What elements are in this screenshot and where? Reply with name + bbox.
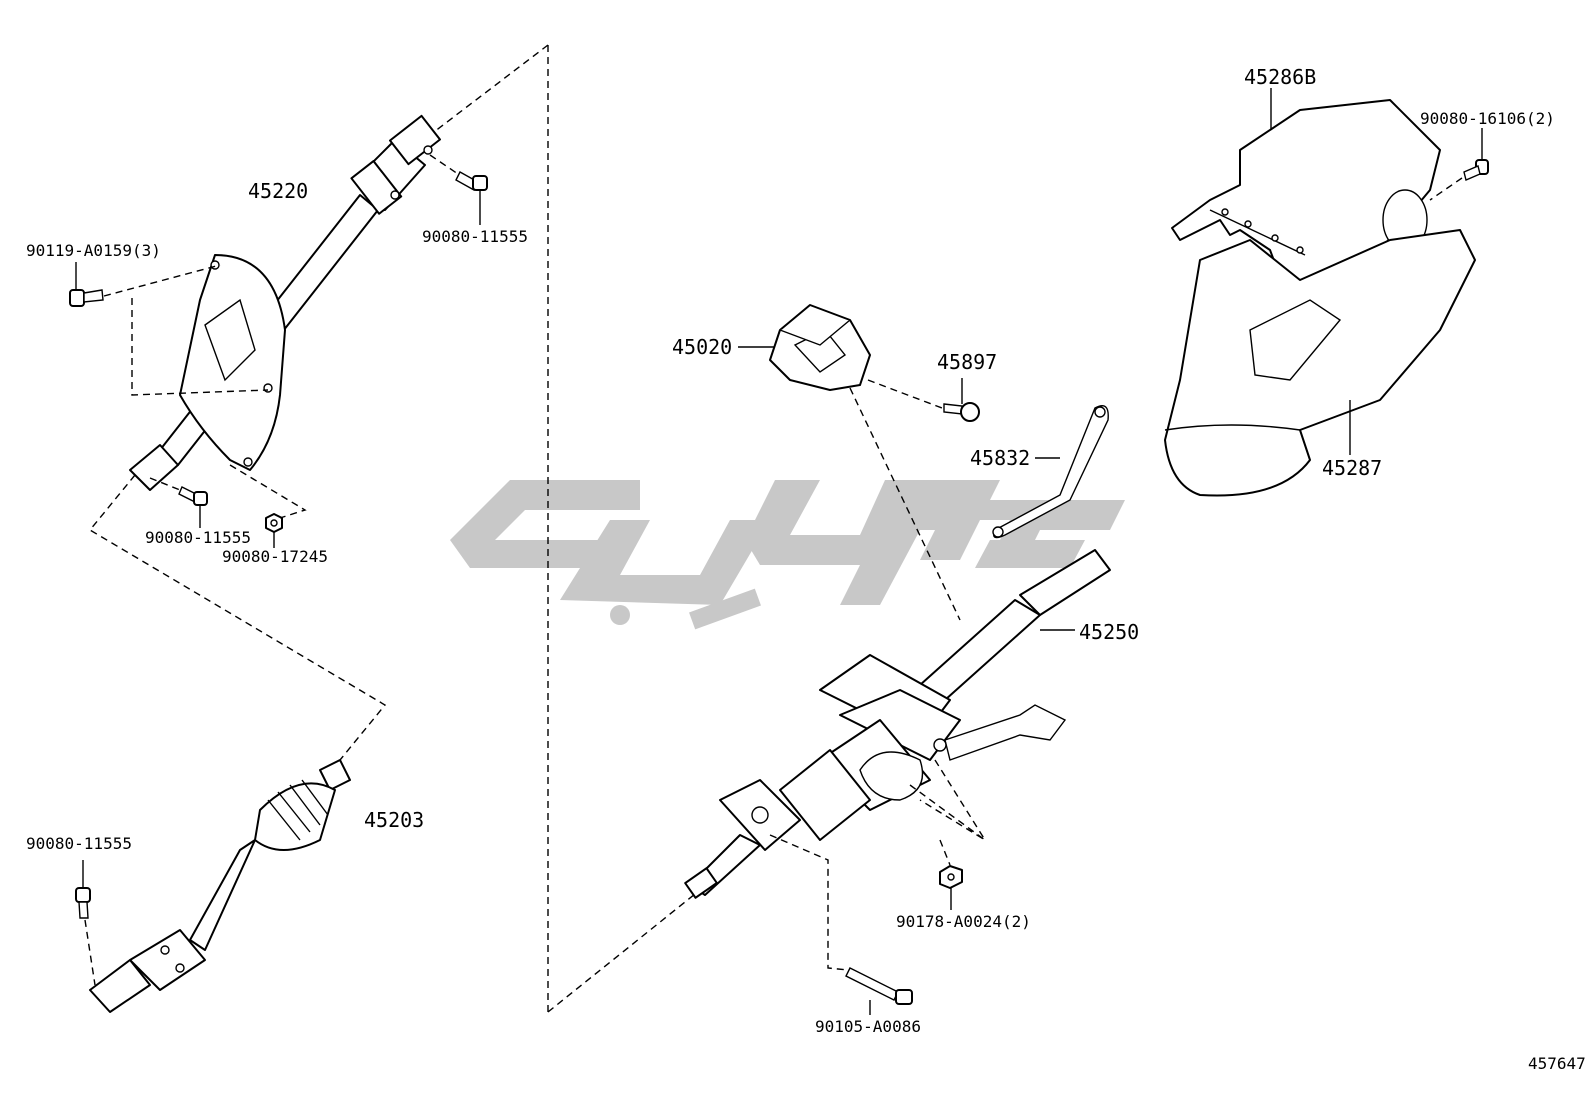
label-90080-17245: 90080-17245 xyxy=(222,547,328,566)
label-45203: 45203 xyxy=(364,808,425,832)
label-45286B: 45286B xyxy=(1244,65,1317,89)
label-45832: 45832 xyxy=(970,446,1031,470)
label-45250: 45250 xyxy=(1079,620,1140,644)
label-45220: 45220 xyxy=(248,179,309,203)
part-45020-switch xyxy=(738,304,961,621)
watermark-logo xyxy=(450,480,1125,630)
leader-lower xyxy=(547,889,701,1013)
nut-90080-17245 xyxy=(229,464,307,548)
label-90080-11555-mid: 90080-11555 xyxy=(145,528,251,547)
label-45897: 45897 xyxy=(937,350,998,374)
label-90080-11555-bottom: 90080-11555 xyxy=(26,834,132,853)
label-45020: 45020 xyxy=(672,335,733,359)
bolt-90119-A0159 xyxy=(69,262,269,396)
label-90105-A0086: 90105-A0086 xyxy=(815,1017,921,1036)
illustration-id: 457647 xyxy=(1528,1054,1586,1073)
bolt-90080-11555-mid xyxy=(149,477,208,528)
label-90080-11555-top: 90080-11555 xyxy=(422,227,528,246)
label-90080-16106: 90080-16106(2) xyxy=(1420,109,1555,128)
bolt-90080-11555-bottom xyxy=(75,860,96,986)
bolt-90080-11555-top xyxy=(429,154,488,225)
part-90105-bolt xyxy=(769,834,913,1015)
part-45832-strap xyxy=(992,405,1109,539)
label-90119-A0159: 90119-A0159(3) xyxy=(26,241,161,260)
part-45220-shaft xyxy=(129,114,441,491)
part-45287-lower-cover xyxy=(1164,229,1476,497)
part-45203-shaft xyxy=(89,759,351,1013)
label-45287: 45287 xyxy=(1322,456,1383,480)
part-90178-nut xyxy=(939,839,963,910)
label-90178-A0024: 90178-A0024(2) xyxy=(896,912,1031,931)
part-dust-cover xyxy=(179,254,286,471)
leader-45220-45203 xyxy=(88,474,387,761)
part-90080-16106-screw xyxy=(1429,128,1489,201)
leader-upper xyxy=(429,44,549,136)
part-45897-bolt xyxy=(943,378,980,422)
part-45250-column xyxy=(684,549,1111,899)
